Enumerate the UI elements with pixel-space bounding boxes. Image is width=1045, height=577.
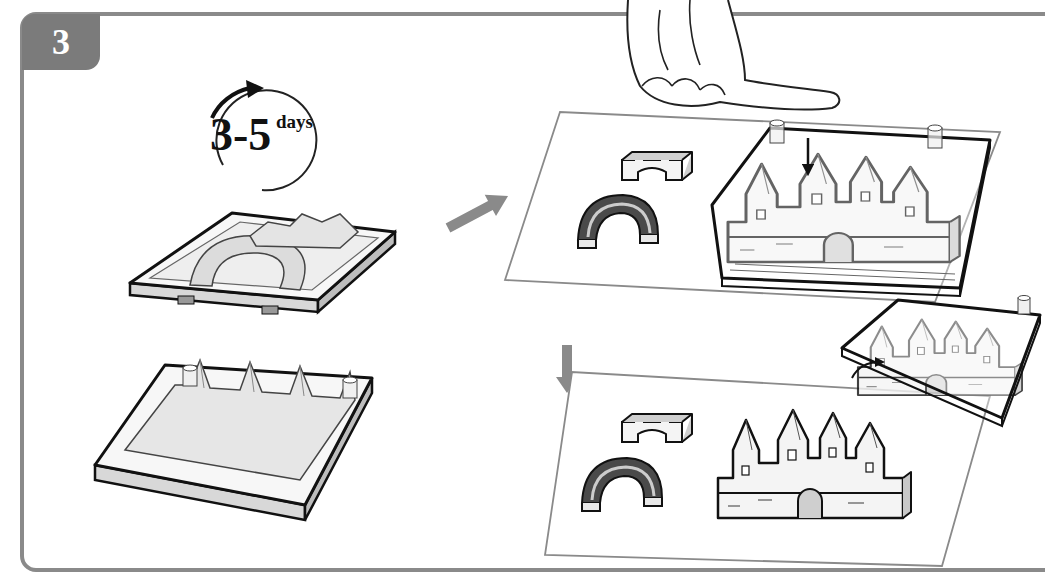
duration-number: 3-5 bbox=[210, 112, 271, 158]
step-badge: 3 bbox=[22, 14, 100, 70]
duration-unit: days bbox=[276, 112, 313, 131]
step-number: 3 bbox=[52, 21, 70, 63]
